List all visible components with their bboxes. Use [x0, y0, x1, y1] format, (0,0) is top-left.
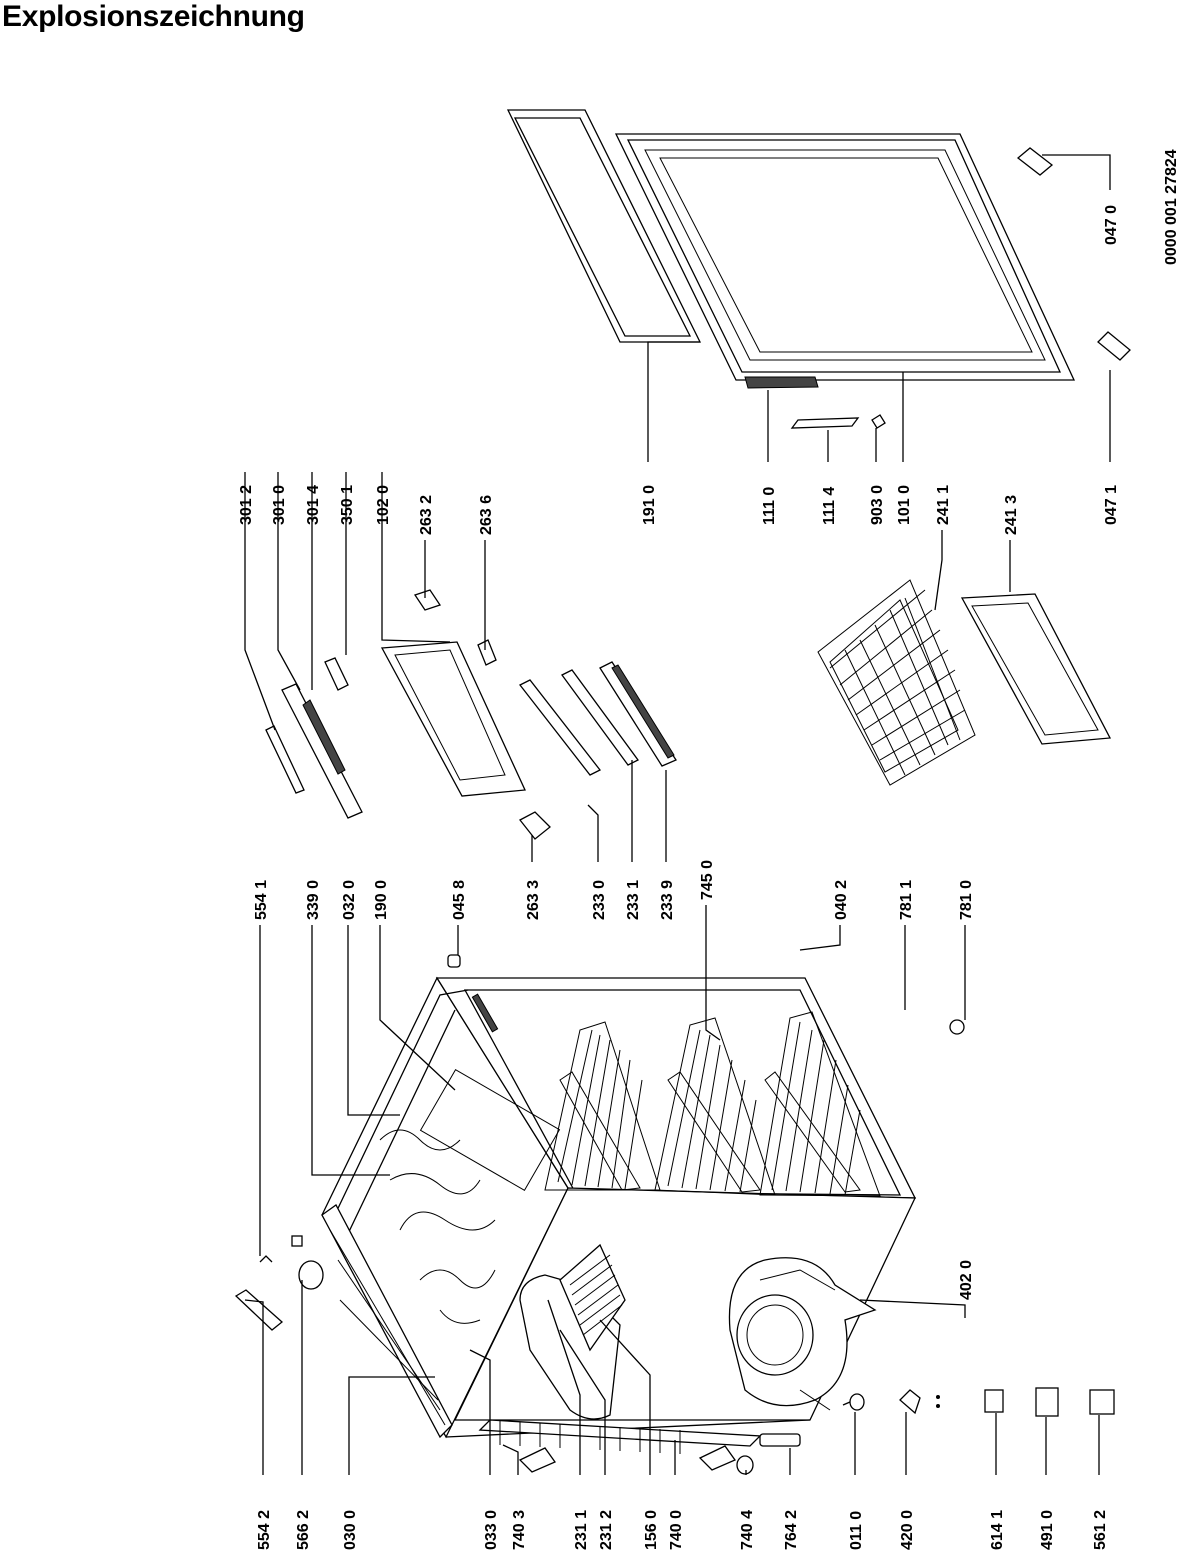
cover-strip — [478, 1419, 762, 1473]
part-label: 263 3 — [525, 880, 542, 920]
door-shelves — [519, 661, 677, 776]
part-label: 231 1 — [573, 1510, 590, 1550]
part-label: 111 4 — [821, 487, 838, 525]
door-assembly — [506, 109, 1076, 429]
page-title: Explosionszeichnung — [2, 0, 305, 33]
part-label: 111 0 — [761, 487, 778, 525]
wire-basket — [817, 579, 976, 786]
part-label: 420 0 — [899, 1510, 916, 1550]
part-label: 011 0 — [848, 1511, 865, 1550]
part-label: 233 1 — [625, 880, 642, 920]
flap-parts — [265, 589, 551, 840]
part-label: 301 0 — [271, 485, 288, 525]
compressor — [728, 1257, 877, 1411]
part-label: 040 2 — [833, 880, 850, 920]
hinges — [1016, 147, 1131, 361]
part-label: 301 4 — [305, 485, 322, 525]
part-label: 339 0 — [305, 880, 322, 920]
part-label: 554 1 — [253, 880, 270, 920]
part-label: 047 0 — [1103, 205, 1120, 245]
part-label: 231 2 — [598, 1510, 615, 1550]
part-label: 263 6 — [478, 495, 495, 535]
part-label: 554 2 — [256, 1510, 273, 1550]
part-label: 101 0 — [896, 485, 913, 525]
part-label: 156 0 — [643, 1510, 660, 1550]
shelf-cover — [380, 641, 526, 797]
part-label: 350 1 — [339, 485, 356, 525]
part-label: 903 0 — [869, 485, 886, 525]
part-label: 491 0 — [1039, 1510, 1056, 1550]
part-label: 241 3 — [1003, 495, 1020, 535]
drawer-front — [960, 593, 1112, 745]
part-label: 740 0 — [668, 1510, 685, 1550]
part-label: 402 0 — [958, 1260, 975, 1300]
small-parts-row — [736, 1019, 1115, 1475]
part-label: 745 0 — [699, 860, 716, 900]
part-label: 263 2 — [418, 495, 435, 535]
part-label: 764 2 — [783, 1510, 800, 1550]
part-label: 781 1 — [898, 880, 915, 920]
part-label: 032 0 — [341, 880, 358, 920]
part-label: 191 0 — [641, 485, 658, 525]
condenser-assembly — [519, 1243, 626, 1420]
part-label: 561 2 — [1092, 1510, 1109, 1550]
part-label: 102 0 — [375, 485, 392, 525]
part-label: 033 0 — [483, 1510, 500, 1550]
leader-lines — [244, 154, 1111, 1475]
part-label: 233 0 — [591, 880, 608, 920]
part-label: 301 2 — [238, 485, 255, 525]
part-labels: 554 2 566 2 030 0 033 0 740 3 231 1 231 … — [238, 149, 1180, 1550]
part-label: 030 0 — [342, 1510, 359, 1550]
part-label: 614 1 — [989, 1510, 1006, 1550]
part-label: 045 8 — [451, 880, 468, 920]
part-label: 781 0 — [958, 880, 975, 920]
part-label: 241 1 — [935, 485, 952, 525]
part-label: 740 3 — [511, 1510, 528, 1550]
part-label: 190 0 — [373, 880, 390, 920]
part-label: 047 1 — [1103, 485, 1120, 525]
drawing-number: 0000 001 27824 — [1163, 149, 1180, 265]
part-label: 566 2 — [295, 1510, 312, 1550]
part-label: 233 9 — [659, 880, 676, 920]
part-label: 740 4 — [739, 1510, 756, 1550]
